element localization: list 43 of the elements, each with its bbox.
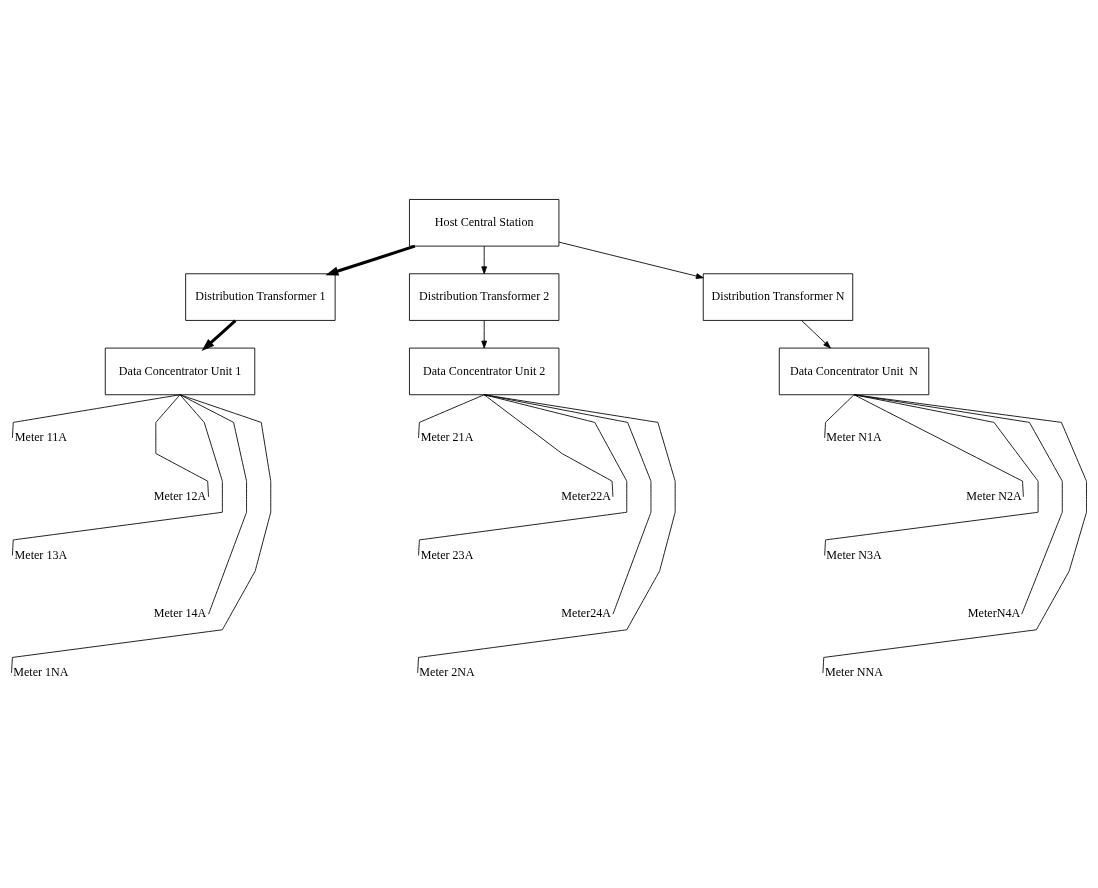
node-text: Meter24A (561, 606, 611, 621)
arrow (481, 245, 488, 275)
node-text: MeterN4A (967, 606, 1021, 621)
node-box: Host Central Station (409, 199, 560, 247)
connector (179, 394, 247, 615)
node-text: Meter N3A (826, 547, 882, 562)
connector (11, 394, 272, 674)
node-box: Data Concentrator Unit 1 (104, 347, 256, 396)
arrow (801, 320, 831, 349)
connector (822, 394, 1087, 674)
arrow (201, 319, 237, 352)
node-text: Meter 1NA (13, 665, 69, 680)
connector (853, 394, 1024, 498)
node-box: Data Concentrator Unit 2 (409, 347, 560, 396)
node-text: Meter 13A (14, 547, 68, 562)
connector (824, 394, 1039, 556)
node-box: Distribution Transformer 1 (185, 273, 336, 321)
connector (483, 394, 614, 498)
node-text: Meter 2NA (419, 665, 475, 680)
node-text: Meter 14A (153, 606, 207, 621)
node-text: Meter 12A (153, 488, 207, 503)
connector (418, 394, 628, 556)
connector (483, 394, 652, 615)
node-text: Meter N1A (826, 430, 882, 445)
node-box: Data Concentrator Unit N (778, 347, 930, 396)
node-text: Meter 11A (14, 430, 68, 445)
arrow (325, 244, 416, 276)
node-box: Distribution Transformer N (702, 273, 854, 321)
connector (418, 394, 485, 439)
node-text: Meter 21A (420, 430, 474, 445)
connector (853, 394, 1063, 615)
arrow (558, 241, 704, 279)
arrow (481, 320, 488, 349)
node-box: Distribution Transformer 2 (409, 273, 560, 321)
node-text: Meter 23A (420, 547, 474, 562)
node-text: Meter N2A (966, 488, 1022, 503)
node-text: Meter NNA (825, 665, 884, 680)
connector (11, 394, 181, 439)
connector (824, 394, 855, 439)
connector (11, 394, 223, 556)
connector (155, 394, 209, 498)
connector (417, 394, 676, 674)
node-text: Meter22A (561, 488, 611, 503)
